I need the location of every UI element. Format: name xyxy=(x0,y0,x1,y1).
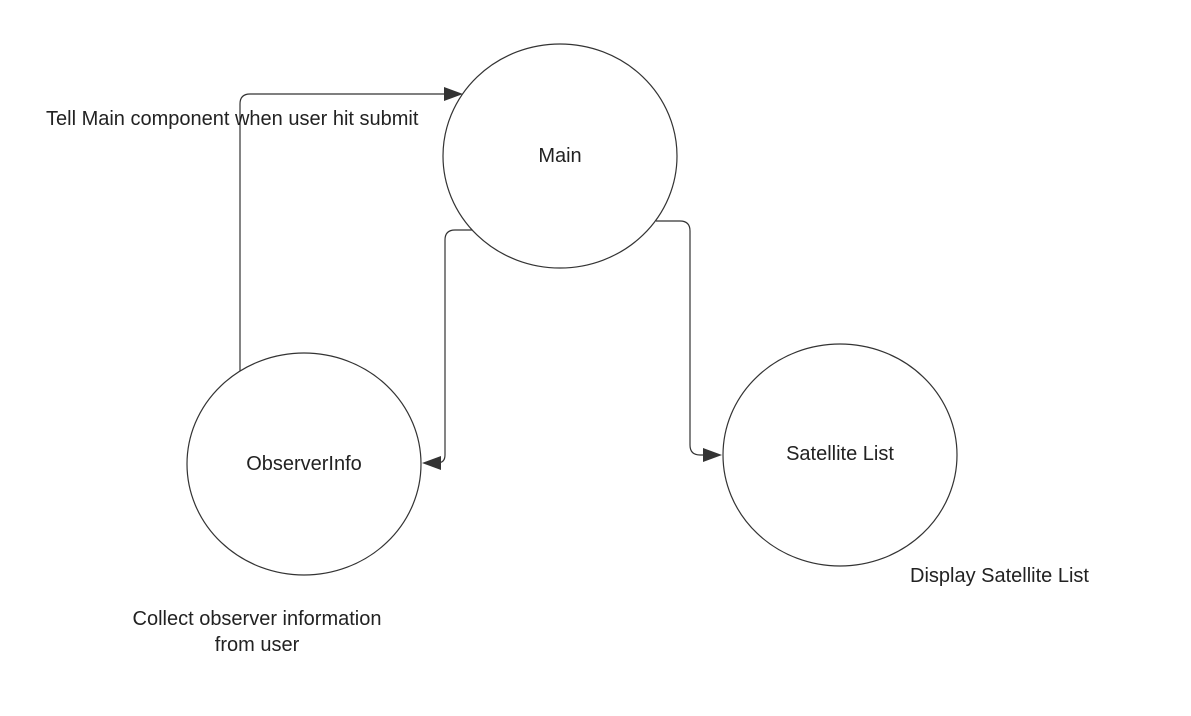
node-main: Main xyxy=(442,43,678,269)
arrowhead-into-main xyxy=(444,87,463,101)
arrowhead-into-satellitelist xyxy=(703,448,722,462)
edge-observerinfo-to-main-line xyxy=(239,93,446,372)
edge-main-to-observerinfo xyxy=(422,229,472,470)
edge-main-to-satellitelist-line xyxy=(656,220,704,456)
annotation-observer-desc-line2: from user xyxy=(215,634,300,656)
edge-observerinfo-to-main xyxy=(239,87,463,372)
node-observerinfo-circle xyxy=(186,352,422,576)
edge-main-to-observerinfo-line xyxy=(436,229,472,464)
node-satellitelist: Satellite List xyxy=(722,343,958,567)
edge-main-to-satellitelist xyxy=(656,220,722,462)
node-satellitelist-circle xyxy=(722,343,958,567)
node-observerinfo-label: ObserverInfo xyxy=(246,453,362,475)
node-observerinfo: ObserverInfo xyxy=(186,352,422,576)
annotation-submit-edge: Tell Main component when user hit submit xyxy=(46,108,419,130)
annotation-satellite-desc: Display Satellite List xyxy=(910,565,1089,587)
node-main-label: Main xyxy=(538,145,581,167)
node-main-circle xyxy=(442,43,678,269)
arrowhead-into-observerinfo xyxy=(422,456,441,470)
annotation-observer-desc-line1: Collect observer information xyxy=(133,608,382,630)
node-satellitelist-label: Satellite List xyxy=(786,443,894,465)
